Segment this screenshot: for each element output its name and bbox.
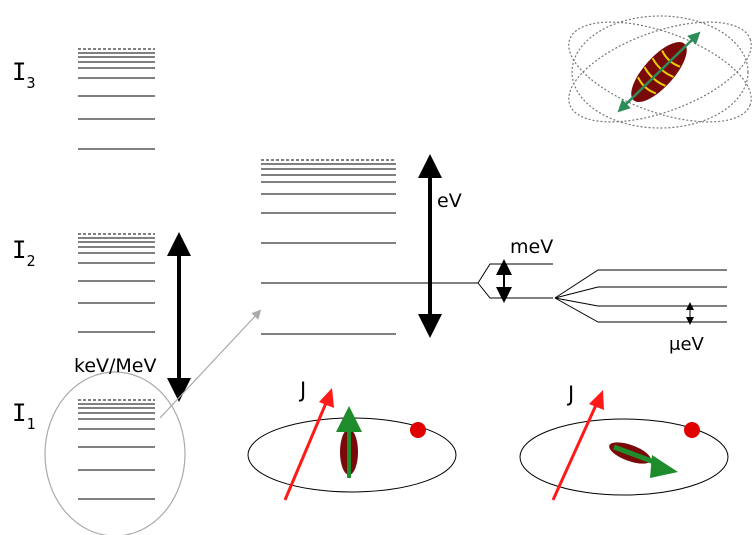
tilted-spin-illustration: J — [519, 382, 729, 501]
electron-dot — [410, 422, 426, 438]
level-label-i2: I2 — [12, 236, 35, 270]
level-group-i2: I2 — [12, 233, 155, 333]
kev-mev-spacing: keV/MeV — [74, 232, 191, 402]
mev-splitting: meV — [477, 236, 553, 303]
level-group-i1: I1 — [12, 371, 186, 535]
electron-dot-2 — [684, 422, 700, 438]
j-label-1: J — [298, 378, 306, 402]
zoom-circle — [44, 371, 186, 535]
level-lines-i1 — [78, 399, 155, 500]
j-label-2: J — [566, 382, 574, 406]
ev-spacing: eV — [418, 154, 462, 338]
electron-orbit-2 — [519, 418, 729, 496]
mev-label: meV — [510, 236, 553, 258]
level-lines-i2 — [78, 233, 155, 333]
zoom-arrow — [159, 309, 262, 419]
uev-splitting — [554, 269, 727, 323]
level-lines-i3 — [78, 48, 155, 150]
ev-label: eV — [437, 190, 462, 212]
level-label-i3: I3 — [12, 58, 35, 92]
rotational-band — [261, 159, 478, 335]
uev-label: μeV — [669, 334, 705, 355]
precessing-nucleus — [568, 15, 752, 129]
level-group-i3: I3 — [12, 48, 155, 150]
kev-mev-label: keV/MeV — [74, 355, 157, 377]
aligned-spin-illustration: J — [247, 378, 457, 501]
level-label-i1: I1 — [12, 399, 35, 433]
